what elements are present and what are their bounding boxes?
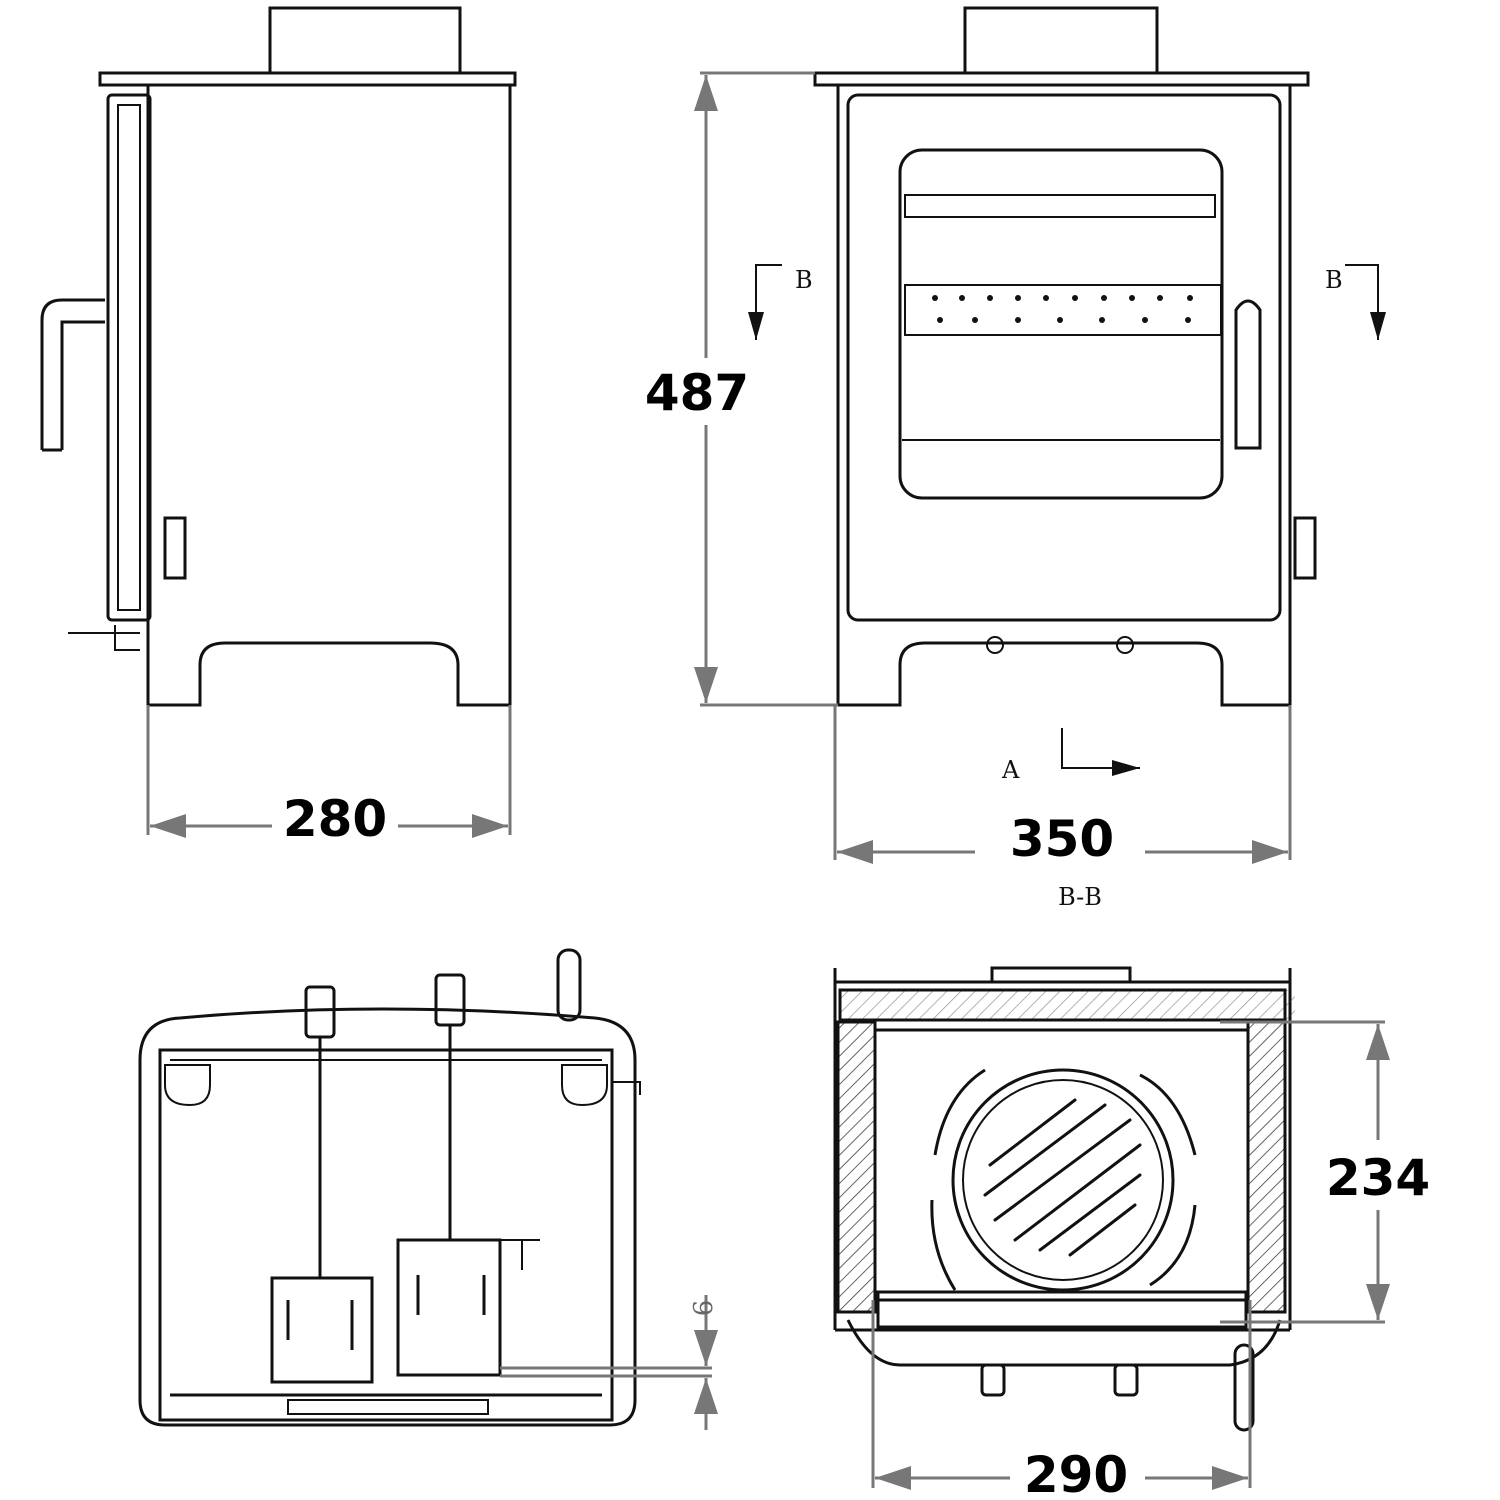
side-width-dimension: 280 [283, 790, 387, 848]
front-view: B B A 487 350 [645, 6, 1386, 868]
section-width-dimension: 290 [1024, 1446, 1128, 1500]
section-marker-b-right: B [1325, 266, 1343, 294]
side-view: 280 [40, 6, 517, 848]
section-title: B-B [1058, 883, 1102, 911]
gap-dimension: 6 [689, 1300, 719, 1317]
front-width-dimension: 350 [1010, 810, 1114, 868]
top-view: 6 [138, 948, 719, 1430]
section-view: B-B 234 [833, 883, 1430, 1500]
height-dimension: 487 [645, 364, 749, 422]
section-marker-a: A [1001, 756, 1020, 784]
section-marker-b-left: B [795, 266, 813, 294]
depth-dimension: 234 [1326, 1149, 1430, 1207]
